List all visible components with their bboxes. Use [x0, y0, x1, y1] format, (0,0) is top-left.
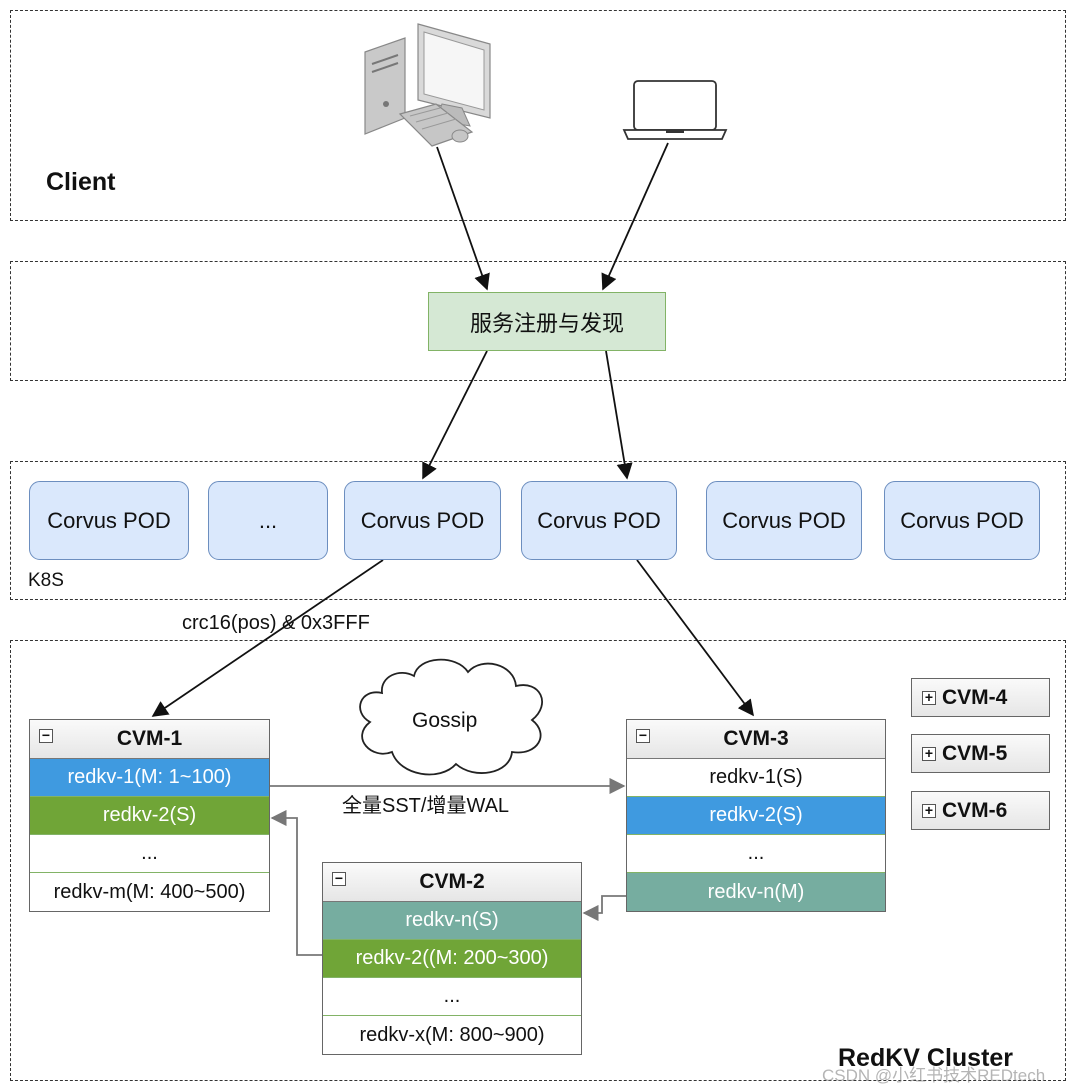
- cvm-2-row[interactable]: redkv-x(M: 800~900): [359, 1023, 545, 1046]
- replication-label: 全量SST/增量WAL: [342, 795, 510, 817]
- cvm-2-title: CVM-2: [419, 870, 485, 893]
- corvus-pod-5[interactable]: Corvus POD: [884, 481, 1040, 560]
- pod-label: ...: [258, 507, 278, 533]
- redkv-cluster-zone: [10, 640, 1066, 1081]
- pod-label: Corvus POD: [47, 507, 171, 533]
- cvm-4-title: CVM-4: [942, 685, 1008, 709]
- service-registry-box[interactable]: 服务注册与发现: [428, 292, 666, 351]
- cvm-3-row: ...: [627, 835, 885, 873]
- corvus-pod-4[interactable]: Corvus POD: [706, 481, 862, 560]
- cvm-2-header[interactable]: − CVM-2: [323, 863, 581, 902]
- cvm-4-collapsed[interactable]: + CVM-4: [911, 678, 1050, 717]
- desktop-computer-icon: [364, 23, 491, 147]
- cvm-1-title: CVM-1: [116, 727, 183, 750]
- pod-label: Corvus POD: [360, 507, 485, 533]
- plus-square-icon[interactable]: +: [922, 803, 936, 818]
- redkv-cluster-label: RedKV Cluster: [838, 1044, 1014, 1072]
- cvm-3-row[interactable]: redkv-n(M): [627, 873, 885, 911]
- plus-square-icon[interactable]: +: [922, 746, 936, 761]
- cvm-3-row[interactable]: redkv-2(S): [627, 797, 885, 835]
- laptop-icon: [622, 80, 728, 140]
- cvm-3-node[interactable]: − CVM-3 redkv-1(S) redkv-2(S) ... redkv-…: [626, 719, 886, 912]
- pod-label: Corvus POD: [537, 507, 661, 533]
- gossip-cloud-icon: [359, 658, 543, 776]
- cvm-6-collapsed[interactable]: + CVM-6: [911, 791, 1050, 830]
- cvm-1-row[interactable]: redkv-m(M: 400~500): [53, 880, 246, 903]
- plus-square-icon[interactable]: +: [922, 690, 936, 705]
- client-zone: [10, 10, 1066, 221]
- cvm-5-title: CVM-5: [942, 741, 1008, 765]
- gossip-label: Gossip: [412, 709, 478, 732]
- corvus-pod-2[interactable]: Corvus POD: [344, 481, 501, 560]
- service-registry-label: 服务注册与发现: [469, 310, 624, 336]
- cvm-1-row: ...: [30, 835, 269, 873]
- client-zone-label: Client: [46, 168, 116, 196]
- corvus-pod-3[interactable]: Corvus POD: [521, 481, 677, 560]
- k8s-zone: [10, 461, 1066, 600]
- watermark: CSDN @小红书技术REDtech: [822, 1066, 1046, 1085]
- cvm-3-row[interactable]: redkv-1(S): [627, 759, 885, 797]
- pod-label: Corvus POD: [722, 507, 846, 533]
- pod-label: Corvus POD: [900, 507, 1024, 533]
- cvm-6-title: CVM-6: [942, 798, 1008, 822]
- cvm-2-row: ...: [323, 978, 581, 1016]
- cvm-2-row[interactable]: redkv-2((M: 200~300): [323, 940, 581, 978]
- cvm-2-node[interactable]: − CVM-2 redkv-n(S) redkv-2((M: 200~300) …: [322, 862, 582, 1055]
- minus-square-icon[interactable]: −: [39, 728, 53, 743]
- cvm-1-header[interactable]: − CVM-1: [30, 720, 269, 759]
- cvm-1-row[interactable]: redkv-1(M: 1~100): [30, 759, 269, 797]
- cvm-2-row[interactable]: redkv-n(S): [323, 902, 581, 940]
- minus-square-icon[interactable]: −: [332, 871, 346, 886]
- discovery-zone: [10, 261, 1066, 381]
- cvm-1-node[interactable]: − CVM-1 redkv-1(M: 1~100) redkv-2(S) ...…: [29, 719, 270, 912]
- cvm-3-title: CVM-3: [723, 727, 789, 750]
- pod-ellipsis: ...: [208, 481, 328, 560]
- cvm-3-header[interactable]: − CVM-3: [627, 720, 885, 759]
- hash-slot-label: crc16(pos) & 0x3FFF: [182, 612, 370, 634]
- minus-square-icon[interactable]: −: [636, 728, 650, 743]
- k8s-zone-label: K8S: [28, 570, 64, 591]
- cvm-1-row[interactable]: redkv-2(S): [30, 797, 269, 835]
- corvus-pod-1[interactable]: Corvus POD: [29, 481, 189, 560]
- cvm-5-collapsed[interactable]: + CVM-5: [911, 734, 1050, 773]
